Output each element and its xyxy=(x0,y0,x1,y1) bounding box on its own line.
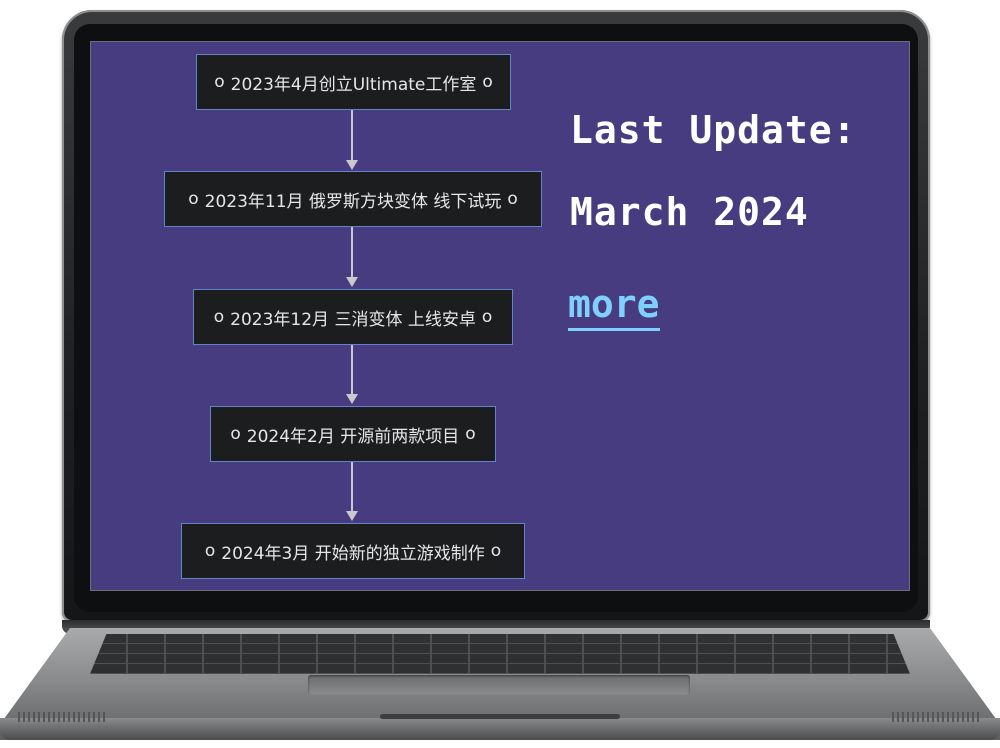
timeline-node: o 2023年11月 俄罗斯方块变体 线下试玩 o xyxy=(164,171,542,227)
node-marker: o xyxy=(465,424,476,444)
node-marker: o xyxy=(481,307,493,327)
node-marker: o xyxy=(188,189,199,209)
speaker-grille-right xyxy=(892,712,982,722)
node-marker: o xyxy=(507,189,518,209)
timeline-node-label: 2024年2月 开源前两款项目 xyxy=(246,426,460,447)
timeline-connector xyxy=(351,227,353,277)
node-marker: o xyxy=(230,424,241,444)
arrow-down-icon xyxy=(346,511,358,521)
timeline-node: o 2024年2月 开源前两款项目 o xyxy=(210,406,496,462)
timeline-node: o 2023年12月 三消变体 上线安卓 o xyxy=(193,289,513,345)
speaker-grille-left xyxy=(18,712,108,722)
laptop-base-edge xyxy=(0,718,1000,740)
timeline-node-label: 2023年12月 三消变体 上线安卓 xyxy=(230,309,476,330)
node-marker: o xyxy=(204,541,216,561)
arrow-down-icon xyxy=(346,277,358,287)
timeline-node-label: 2024年3月 开始新的独立游戏制作 xyxy=(221,543,485,564)
timeline-node-label: 2023年4月创立Ultimate工作室 xyxy=(230,74,477,95)
keyboard xyxy=(90,634,910,674)
timeline-connector xyxy=(351,462,353,511)
touchpad xyxy=(308,675,690,695)
base-slot xyxy=(380,714,620,719)
timeline-node-label: 2023年11月 俄罗斯方块变体 线下试玩 xyxy=(204,191,502,212)
node-marker: o xyxy=(490,541,502,561)
timeline-connector xyxy=(351,110,353,160)
arrow-down-icon xyxy=(346,394,358,404)
timeline-node: o 2024年3月 开始新的独立游戏制作 o xyxy=(181,523,525,579)
last-update-date: March 2024 xyxy=(570,190,809,234)
timeline-node: o 2023年4月创立Ultimate工作室 o xyxy=(196,54,511,110)
node-marker: o xyxy=(213,307,225,327)
node-marker: o xyxy=(214,72,225,92)
more-link[interactable]: more xyxy=(568,282,660,331)
last-update-heading: Last Update: xyxy=(570,108,857,152)
arrow-down-icon xyxy=(346,160,358,170)
node-marker: o xyxy=(482,72,493,92)
timeline-connector xyxy=(351,345,353,394)
